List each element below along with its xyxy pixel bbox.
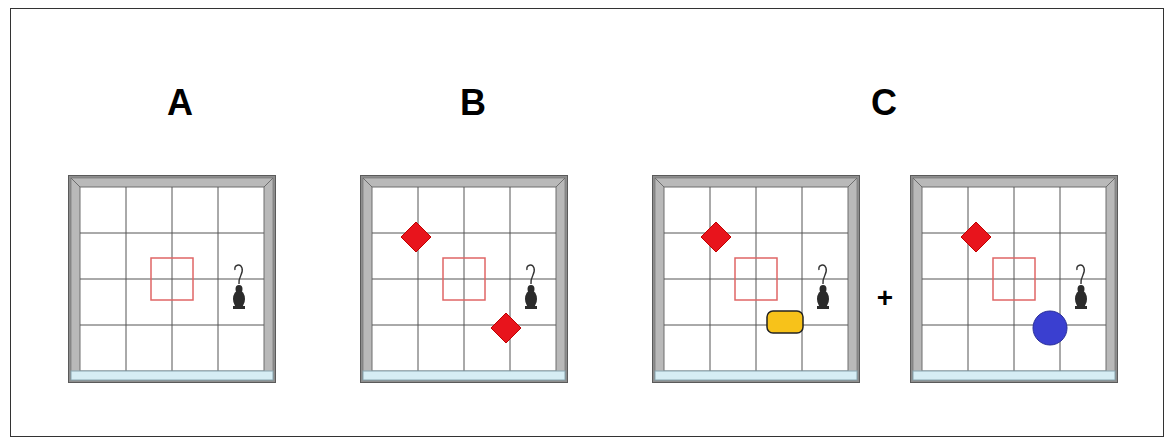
yellow-object (767, 311, 803, 333)
blue-object (1033, 311, 1067, 345)
outer-frame (11, 9, 1164, 437)
red-diamond (491, 313, 521, 343)
red-diamond (961, 222, 991, 252)
panel-letter: A (167, 85, 193, 121)
plus-sign: + (877, 284, 893, 312)
arena-b (361, 176, 568, 383)
arena-a (69, 176, 276, 383)
panel-letter: C (871, 85, 897, 121)
arena-c2 (911, 176, 1118, 383)
arena-c1 (653, 176, 860, 383)
panel-letter: B (460, 85, 486, 121)
red-diamond (401, 222, 431, 252)
red-diamond (701, 222, 731, 252)
